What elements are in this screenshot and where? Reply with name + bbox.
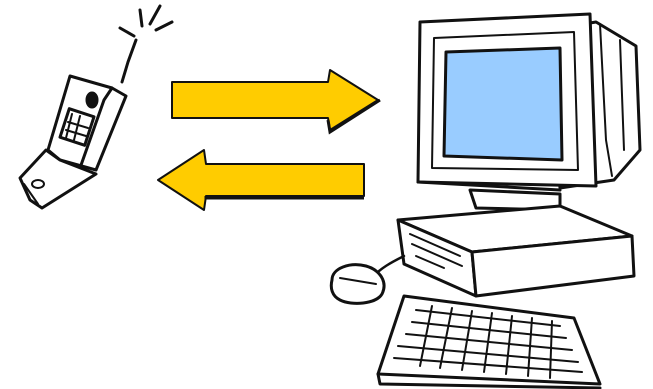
monitor-icon [418, 14, 640, 210]
mobile-phone-icon [20, 6, 172, 208]
monitor-screen [444, 48, 562, 160]
keyboard-icon [378, 296, 600, 388]
computer-case-icon [398, 206, 634, 296]
mouse-icon [331, 256, 404, 303]
arrow-left-icon [158, 150, 364, 210]
antenna-signal-icon [120, 6, 172, 36]
arrow-right-icon [172, 70, 380, 132]
